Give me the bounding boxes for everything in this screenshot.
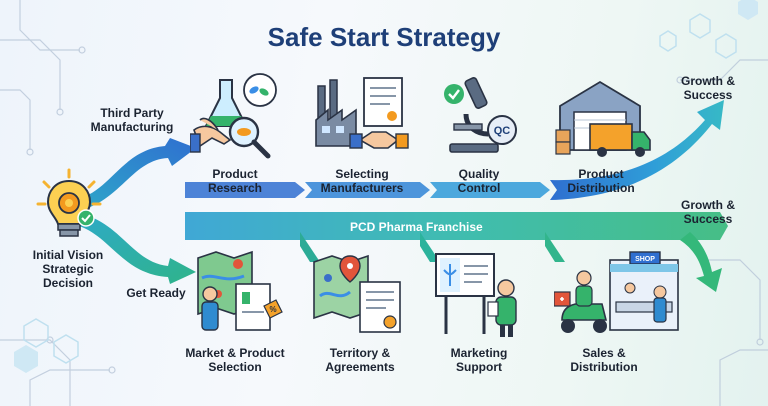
top-band-segment-2 — [305, 182, 430, 198]
top-band-segment-3 — [430, 182, 550, 198]
franchise-band-label: PCD Pharma Franchise — [350, 220, 483, 234]
step-label-selecting-manufacturers: Selecting Manufacturers — [320, 167, 404, 195]
svg-text:QC: QC — [494, 125, 511, 137]
svg-text:SHOP: SHOP — [635, 256, 655, 263]
band-drop-3 — [545, 232, 565, 262]
top-band-segment-1 — [185, 182, 305, 198]
step-label-marketing-support: Marketing Support — [450, 346, 508, 374]
shop-delivery-icon: SHOP — [554, 251, 679, 333]
step-label-territory-agreements: Territory & Agreements — [325, 346, 395, 374]
market-map-icon: % — [197, 250, 283, 331]
hexagon-decoration — [23, 13, 737, 364]
branch-arrow-up — [72, 138, 196, 212]
warehouse-truck-icon — [555, 80, 651, 157]
factory-handshake-icon — [315, 77, 409, 149]
map-contract-icon — [313, 254, 401, 333]
top-end-label: Growth & Success — [681, 74, 735, 102]
step-label-product-research: Product Research — [207, 167, 263, 195]
svg-text:%: % — [269, 305, 276, 314]
page-title: Safe Start Strategy — [267, 22, 501, 52]
start-label: Initial Vision Strategic Decision — [32, 248, 104, 290]
bottom-end-label: Growth & Success — [681, 198, 735, 226]
step-label-quality-control: Quality Control — [457, 167, 501, 195]
hexagon-fill-decoration — [14, 0, 758, 373]
billboard-icon — [435, 253, 517, 337]
top-branch-label: Third Party Manufacturing — [90, 106, 174, 134]
lightbulb-gear-icon — [36, 168, 102, 237]
bottom-growth-arrow — [680, 232, 722, 292]
franchise-band — [185, 212, 728, 240]
lab-research-icon — [190, 73, 277, 159]
top-growth-arrow — [550, 100, 724, 200]
branch-arrow-down — [72, 212, 196, 284]
band-drop-1 — [300, 232, 320, 262]
step-label-product-distribution: Product Distribution — [567, 167, 635, 195]
step-label-market-product-selection: Market & Product Selection — [185, 346, 285, 374]
microscope-qc-icon: QC — [444, 77, 517, 153]
bottom-branch-label: Get Ready — [126, 286, 186, 300]
step-label-sales-distribution: Sales & Distribution — [570, 346, 638, 374]
